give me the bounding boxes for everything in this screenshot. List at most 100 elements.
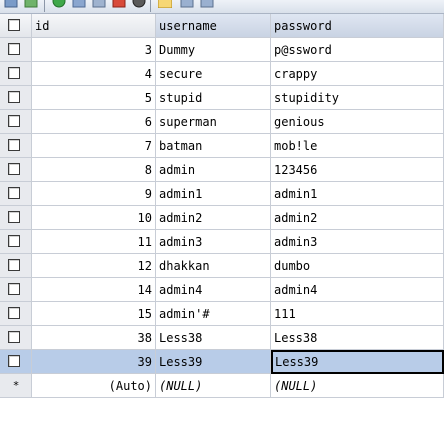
row-select-cell[interactable]	[0, 278, 32, 302]
row-select-cell[interactable]	[0, 350, 32, 374]
filter-icon[interactable]	[72, 0, 86, 8]
cell-username[interactable]: Less38	[156, 326, 271, 350]
cell-id[interactable]: 38	[32, 326, 156, 350]
cell-id[interactable]: 4	[32, 62, 156, 86]
row-select-cell[interactable]	[0, 110, 32, 134]
row-checkbox[interactable]	[8, 187, 20, 199]
cell-id[interactable]: 7	[32, 134, 156, 158]
new-row[interactable]: * (Auto) (NULL) (NULL)	[0, 374, 444, 398]
cell-username[interactable]: Dummy	[156, 38, 271, 62]
cell-password[interactable]: stupidity	[271, 86, 444, 110]
new-row-password[interactable]: (NULL)	[271, 374, 444, 398]
row-select-cell[interactable]	[0, 302, 32, 326]
cell-username[interactable]: admin4	[156, 278, 271, 302]
row-select-cell[interactable]	[0, 254, 32, 278]
circle-icon[interactable]	[52, 0, 66, 8]
row-select-cell[interactable]	[0, 182, 32, 206]
cell-username[interactable]: admin1	[156, 182, 271, 206]
row-select-cell[interactable]	[0, 62, 32, 86]
new-row-id[interactable]: (Auto)	[32, 374, 156, 398]
column-header-id[interactable]: id	[32, 14, 156, 38]
cell-password[interactable]: admin3	[271, 230, 444, 254]
cell-username[interactable]: Less39	[156, 350, 271, 374]
cell-id[interactable]: 9	[32, 182, 156, 206]
row-checkbox[interactable]	[8, 331, 20, 343]
export-icon[interactable]	[112, 0, 126, 8]
refresh-icon[interactable]	[24, 0, 38, 8]
cell-username[interactable]: admin2	[156, 206, 271, 230]
new-row-username[interactable]: (NULL)	[156, 374, 271, 398]
cell-username[interactable]: dhakkan	[156, 254, 271, 278]
gear-icon[interactable]	[132, 0, 146, 8]
cell-password[interactable]: crappy	[271, 62, 444, 86]
cell-username[interactable]: batman	[156, 134, 271, 158]
row-checkbox[interactable]	[8, 259, 20, 271]
column-header-username[interactable]: username	[156, 14, 271, 38]
row-select-cell[interactable]	[0, 326, 32, 350]
row-select-cell[interactable]	[0, 38, 32, 62]
cell-password[interactable]: 123456	[271, 158, 444, 182]
cell-username[interactable]: stupid	[156, 86, 271, 110]
row-checkbox[interactable]	[8, 235, 20, 247]
cell-id[interactable]: 10	[32, 206, 156, 230]
cell-password[interactable]: mob!le	[271, 134, 444, 158]
row-checkbox[interactable]	[8, 139, 20, 151]
cell-id[interactable]: 15	[32, 302, 156, 326]
row-select-cell[interactable]	[0, 158, 32, 182]
row-select-cell[interactable]	[0, 134, 32, 158]
cell-id[interactable]: 11	[32, 230, 156, 254]
cell-id[interactable]: 8	[32, 158, 156, 182]
view-form-icon[interactable]	[180, 0, 194, 8]
row-select-cell[interactable]	[0, 206, 32, 230]
cell-id[interactable]: 5	[32, 86, 156, 110]
select-all-cell[interactable]	[0, 14, 32, 38]
stop-icon[interactable]	[92, 0, 106, 8]
cell-password[interactable]: dumbo	[271, 254, 444, 278]
cell-id[interactable]: 14	[32, 278, 156, 302]
cell-id[interactable]: 12	[32, 254, 156, 278]
select-all-checkbox[interactable]	[8, 19, 20, 31]
column-header-password[interactable]: password	[271, 14, 444, 38]
grid-icon[interactable]	[4, 0, 18, 8]
cell-password[interactable]: p@ssword	[271, 38, 444, 62]
cell-password[interactable]: genious	[271, 110, 444, 134]
row-checkbox[interactable]	[8, 43, 20, 55]
row-checkbox[interactable]	[8, 115, 20, 127]
row-checkbox[interactable]	[8, 211, 20, 223]
cell-password[interactable]: Less38	[271, 326, 444, 350]
cell-password[interactable]: admin1	[271, 182, 444, 206]
cell-password[interactable]: admin4	[271, 278, 444, 302]
cell-username[interactable]: admin'#	[156, 302, 271, 326]
cell-username[interactable]: admin	[156, 158, 271, 182]
cell-username[interactable]: admin3	[156, 230, 271, 254]
cell-password[interactable]: 111	[271, 302, 444, 326]
row-checkbox[interactable]	[8, 67, 20, 79]
row-select-cell[interactable]	[0, 86, 32, 110]
row-checkbox[interactable]	[8, 355, 20, 367]
row-checkbox[interactable]	[8, 307, 20, 319]
row-checkbox[interactable]	[8, 163, 20, 175]
cell-id[interactable]: 6	[32, 110, 156, 134]
cell-id[interactable]: 39	[32, 350, 156, 374]
row-checkbox[interactable]	[8, 283, 20, 295]
cell-password[interactable]: admin2	[271, 206, 444, 230]
cell-username[interactable]: secure	[156, 62, 271, 86]
view-text-icon[interactable]	[200, 0, 214, 8]
row-select-cell[interactable]	[0, 230, 32, 254]
cell-username[interactable]: superman	[156, 110, 271, 134]
cell-id[interactable]: 3	[32, 38, 156, 62]
